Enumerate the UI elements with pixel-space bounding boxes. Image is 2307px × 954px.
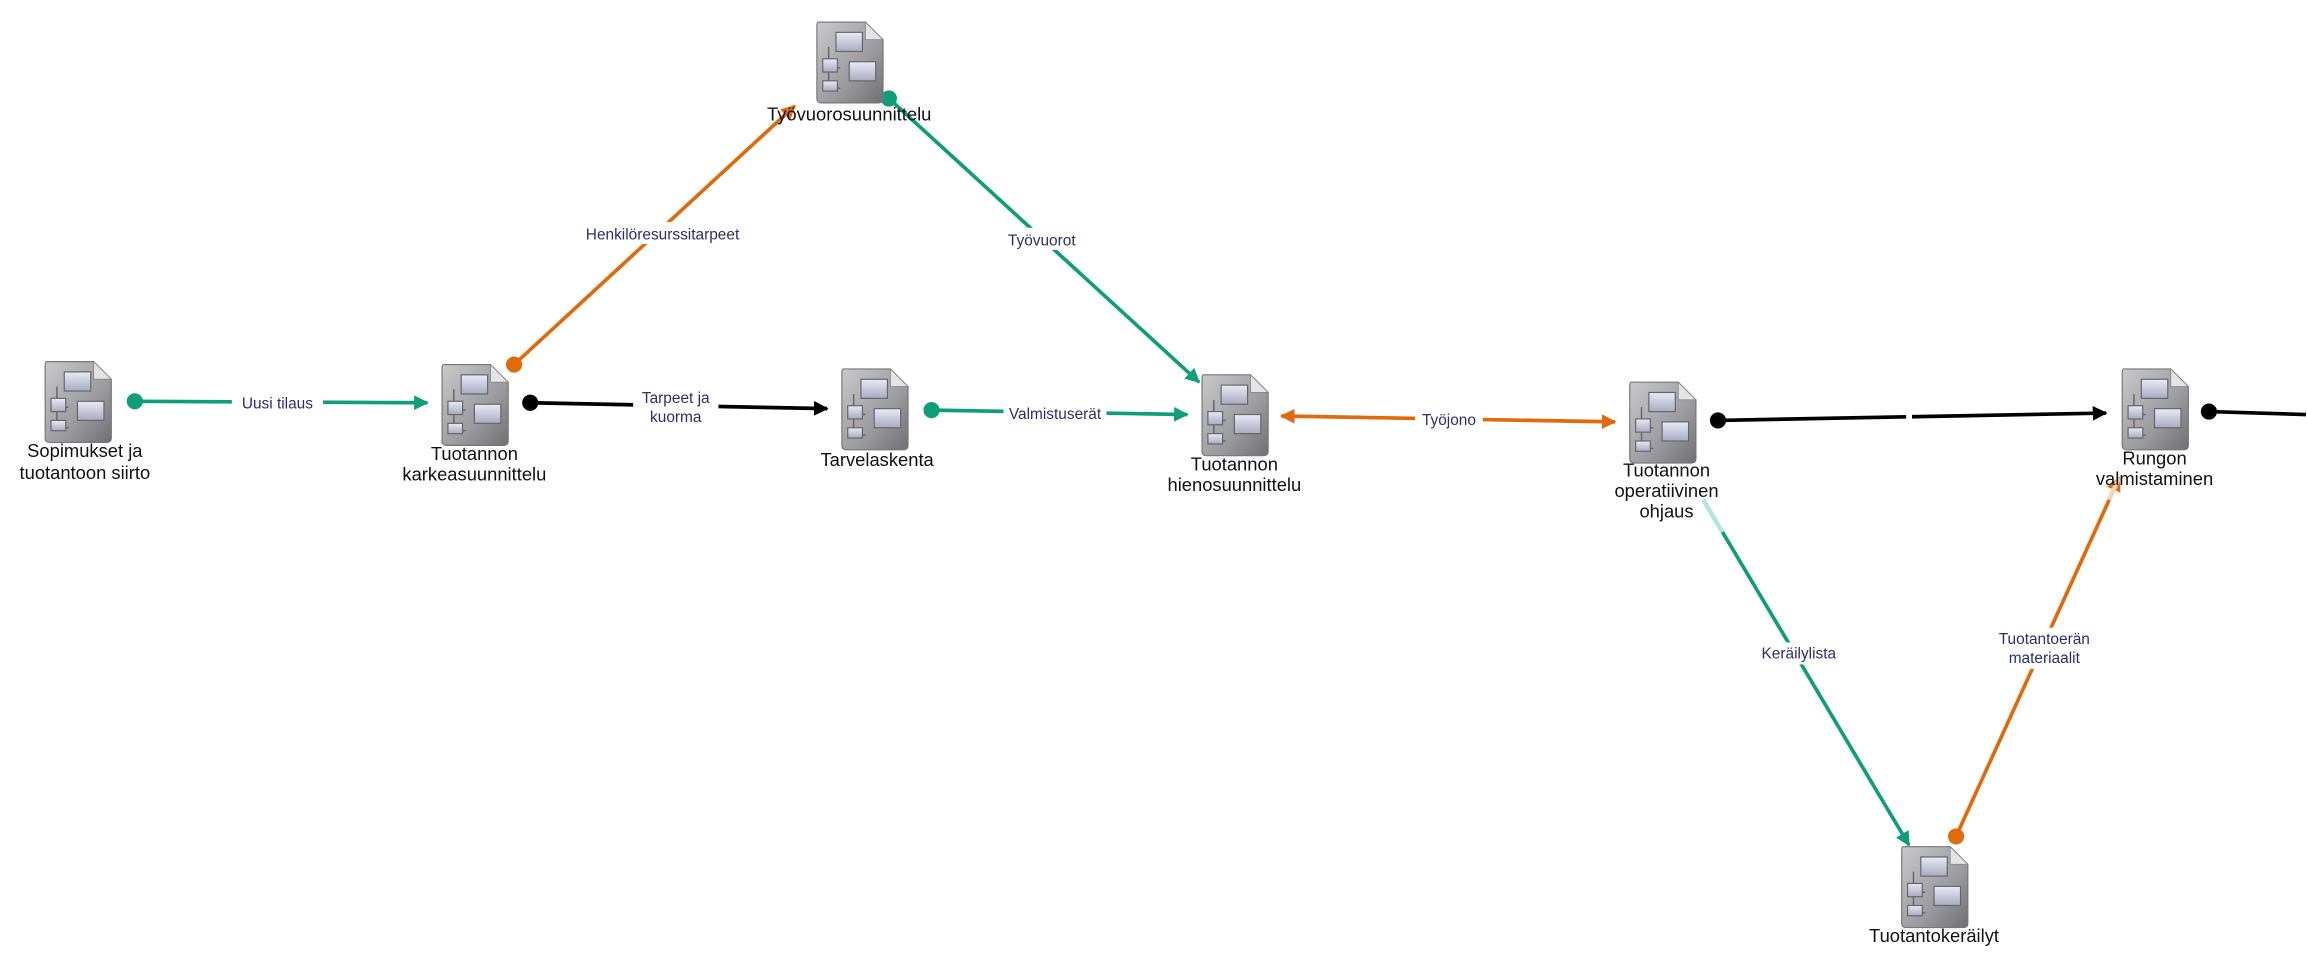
edge-label: Tuotantoerän: [1999, 631, 2090, 648]
node-label: Tarvelaskenta: [821, 449, 935, 470]
process-document-icon: [816, 21, 884, 104]
node-tuotantokerailyt[interactable]: Tuotantokeräilyt: [1869, 845, 1999, 947]
process-document-icon: [441, 363, 509, 447]
node-sopimukset[interactable]: Sopimukset ja tuotantoon siirto: [20, 360, 151, 484]
edge-label: Työjono: [1422, 412, 1476, 429]
edge-label: Henkilöresurssitarpeet: [586, 227, 740, 244]
edge-label: Keräilylista: [1762, 646, 1837, 663]
process-document-icon: [44, 360, 113, 444]
edge-tyojono[interactable]: Työjono: [1279, 408, 1617, 431]
node-label: Tuotannon: [431, 443, 518, 464]
node-label: Tuotantokeräilyt: [1869, 925, 1999, 946]
process-document-icon: [1900, 845, 1969, 929]
edge-henkiloresurssitarpeet[interactable]: Henkilöresurssitarpeet: [505, 104, 797, 373]
node-rungon-valmistaminen[interactable]: Rungon valmistaminen: [2096, 368, 2213, 489]
node-hienosuunnittelu[interactable]: Tuotannon hienosuunnittelu: [1167, 374, 1301, 495]
node-label: Työvuorosuunnittelu: [767, 104, 931, 125]
node-tarvelaskenta[interactable]: Tarvelaskenta: [821, 368, 935, 470]
node-label: operatiivinen: [1614, 480, 1718, 501]
node-label: hienosuunnittelu: [1167, 474, 1301, 495]
edge-tarpeet-ja-kuorma[interactable]: Tarpeet ja kuorma: [522, 385, 829, 427]
edge-tuotanteran-materiaalit[interactable]: Tuotantoerän materiaalit: [1948, 476, 2122, 845]
edge-uusi-tilaus[interactable]: Uusi tilaus: [126, 391, 429, 414]
node-tyovuorosuunnittelu[interactable]: Työvuorosuunnittelu: [767, 21, 931, 125]
process-document-icon: [1201, 374, 1269, 457]
node-label: valmistaminen: [2096, 468, 2213, 489]
edge-label: Tarpeet ja: [642, 390, 710, 407]
edge-tyovuorot[interactable]: Työvuorot: [880, 90, 1201, 384]
node-label: karkeasuunnittelu: [402, 464, 546, 485]
node-label: Tuotannon: [1623, 459, 1710, 480]
edge-operatiivinen-runko[interactable]: [1709, 405, 2108, 429]
edge-label: kuorma: [650, 409, 702, 426]
edge-kerailylista[interactable]: Keräilylista: [1701, 498, 1911, 847]
node-karkeasuunnittelu[interactable]: Tuotannon karkeasuunnittelu: [402, 363, 546, 485]
node-label: ohjaus: [1639, 500, 1693, 521]
node-operatiivinen-ohjaus[interactable]: Tuotannon operatiivinen ohjaus: [1614, 381, 1719, 521]
edge-valmistuserat[interactable]: Valmistuserät: [923, 401, 1189, 424]
process-document-icon: [1629, 381, 1697, 464]
edge-runko-out[interactable]: [2200, 403, 2306, 420]
node-label: Tuotannon: [1191, 453, 1278, 474]
edge-label: Uusi tilaus: [242, 396, 313, 413]
edge-label: Valmistuserät: [1009, 406, 1102, 423]
node-label: Rungon: [2122, 448, 2186, 469]
edge-label: materiaalit: [2009, 650, 2081, 667]
edge-label: Työvuorot: [1008, 232, 1076, 249]
node-label: tuotantoon siirto: [20, 462, 151, 483]
process-document-icon: [841, 368, 909, 451]
process-document-icon: [2121, 368, 2190, 451]
node-label: Sopimukset ja: [27, 440, 143, 461]
